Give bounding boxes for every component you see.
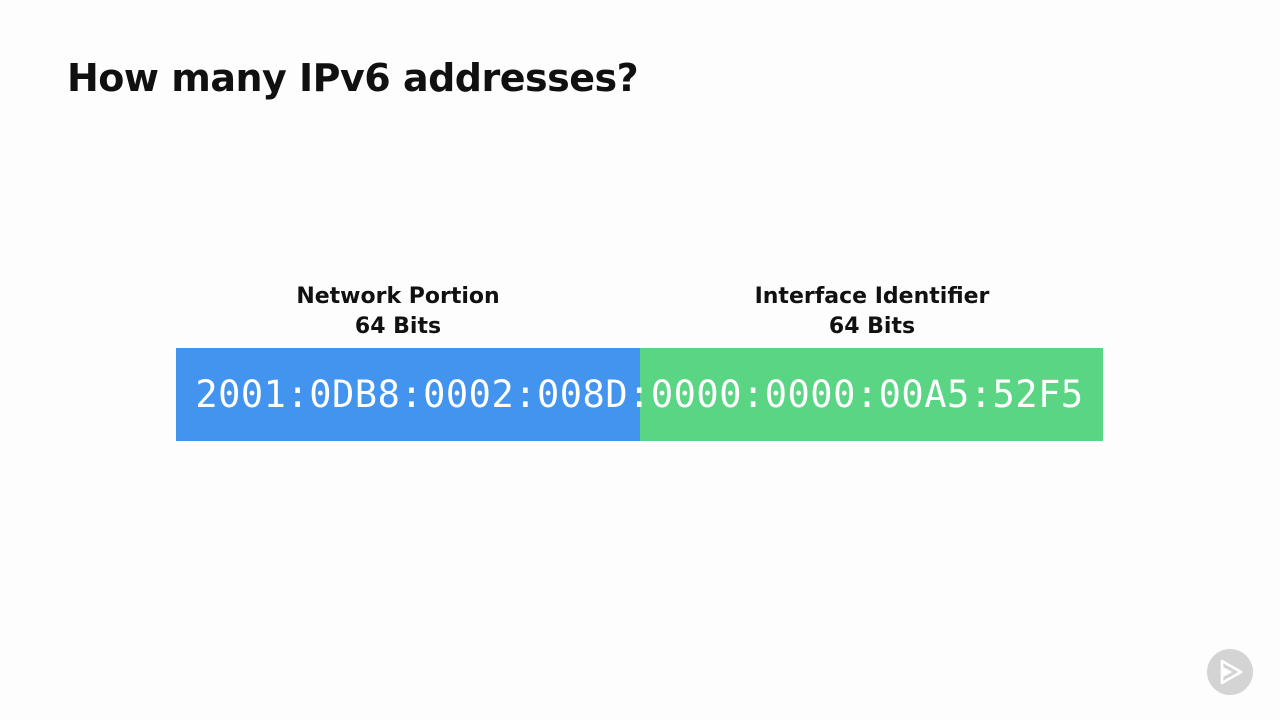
interface-identifier-label: Interface Identifier 64 Bits bbox=[722, 282, 1022, 342]
ipv6-address-bar: 2001:0DB8:0002:008D:0000:0000:00A5:52F5 bbox=[176, 348, 1103, 441]
interface-identifier-segment bbox=[640, 348, 1103, 441]
slide-title: How many IPv6 addresses? bbox=[67, 56, 639, 100]
network-portion-segment bbox=[176, 348, 640, 441]
network-portion-name: Network Portion bbox=[296, 284, 500, 309]
play-logo-graphic bbox=[1220, 659, 1243, 685]
network-portion-bits: 64 Bits bbox=[354, 314, 442, 339]
ipv6-address-text: 2001:0DB8:0002:008D:0000:0000:00A5:52F5 bbox=[195, 373, 1084, 416]
interface-identifier-bits: 64 Bits bbox=[828, 314, 916, 339]
network-portion-label: Network Portion 64 Bits bbox=[248, 282, 548, 342]
play-logo-icon bbox=[1207, 649, 1253, 695]
interface-identifier-name: Interface Identifier bbox=[754, 284, 990, 309]
